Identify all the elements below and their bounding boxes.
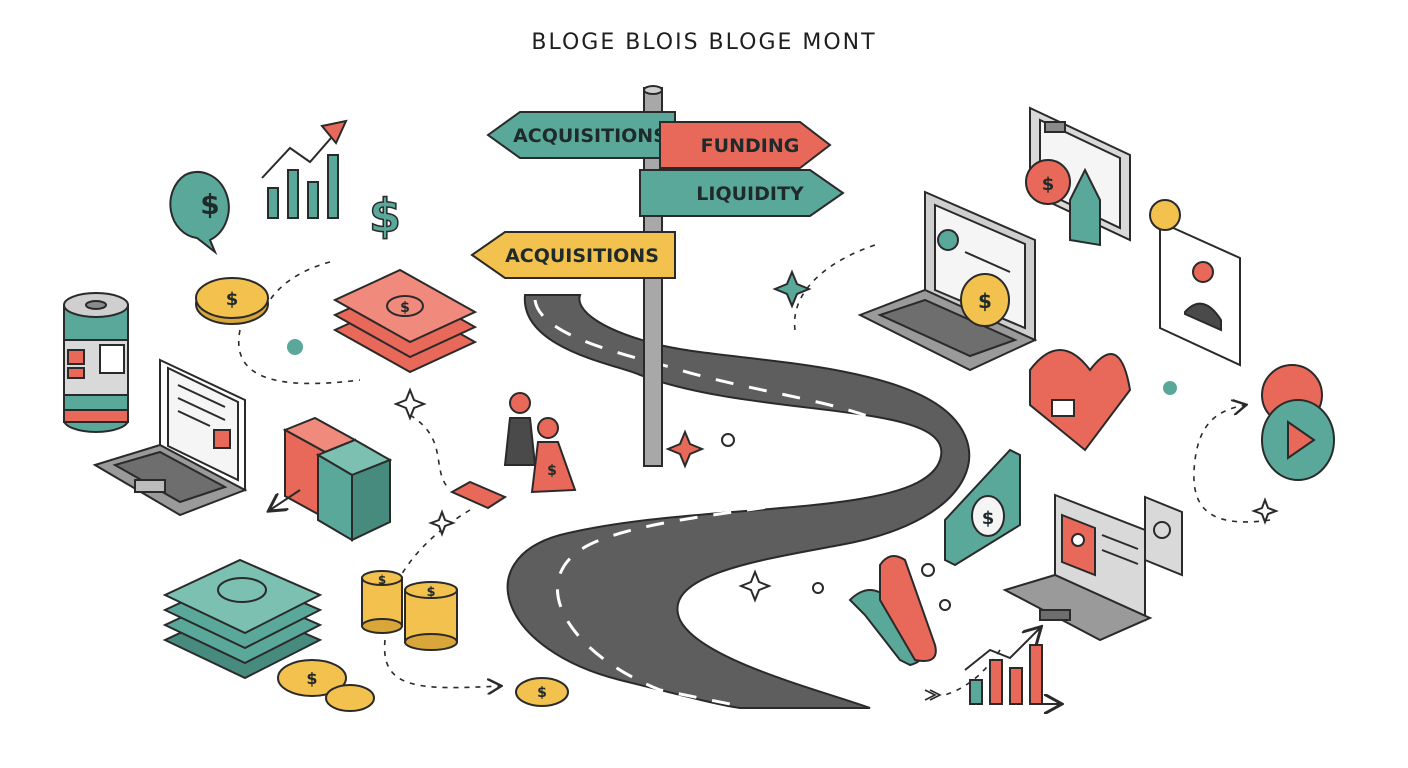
database-cylinder-icon: [63, 292, 129, 433]
large-dollar-icon: $: [369, 189, 401, 243]
dollar-sign-icon: $: [400, 300, 410, 316]
speech-bubble-dollar-icon: $: [169, 171, 230, 256]
double-chevron-icon: [924, 689, 942, 701]
monitor-badge-icon: $: [1025, 106, 1131, 247]
sign-liquidity: LIQUIDITY: [639, 169, 845, 217]
dollar-sign-icon: $: [306, 669, 317, 688]
sign-acquisitions-bottom: ACQUISITIONS: [470, 231, 676, 279]
desktop-profile-icon: [1002, 493, 1183, 642]
dashed-connectors: [237, 244, 1271, 696]
profile-card-icon: [1149, 199, 1241, 367]
gold-coin-icon: $: [195, 277, 269, 325]
bubble-decorations: [812, 563, 951, 611]
dollar-sign-icon: $: [426, 585, 435, 600]
sign-label-acquisitions-bottom: ACQUISITIONS: [505, 245, 659, 267]
magnet-icon: [848, 555, 937, 667]
sign-label-acquisitions-top: ACQUISITIONS: [513, 125, 667, 147]
growth-chart-icon: [964, 628, 1060, 704]
sign-funding: FUNDING: [659, 121, 832, 169]
star-icon: [665, 269, 812, 469]
coin-stacks-icon: $ $: [361, 570, 458, 651]
dot-decoration: [1163, 381, 1177, 395]
people-figures-icon: $: [503, 392, 577, 494]
page-title: BLOGE BLOIS BLOGE MONT: [531, 30, 877, 55]
dollar-sign-icon: $: [1042, 174, 1055, 195]
dollar-sign-icon: $: [226, 289, 239, 310]
loose-coins-icon: $ $: [277, 659, 569, 712]
teal-cash-stack-icon: [162, 558, 323, 680]
dollar-sign-icon: $: [378, 573, 386, 587]
dollar-sign-icon: $: [537, 685, 547, 701]
building-blocks-icon: [270, 416, 393, 542]
signpost: ACQUISITIONS FUNDING LIQUIDITY ACQUISITI…: [470, 85, 845, 467]
red-cash-stack-icon: $: [332, 268, 478, 374]
dot-decoration: [287, 339, 303, 355]
sign-label-liquidity: LIQUIDITY: [696, 183, 804, 205]
heart-shield-icon: [1029, 349, 1132, 452]
laptop-document-icon: [92, 358, 248, 517]
gear-play-icon: [1261, 364, 1335, 481]
red-note-icon: [449, 480, 508, 510]
laptop-coin-icon: $: [857, 190, 1038, 372]
sign-acquisitions-top: ACQUISITIONS: [486, 111, 676, 159]
sparkle-icon: [393, 387, 1279, 603]
dollar-sign-icon: $: [200, 188, 219, 221]
dollar-shield-icon: $: [944, 448, 1021, 567]
dollar-sign-icon: $: [978, 289, 992, 313]
sign-label-funding: FUNDING: [701, 135, 800, 157]
growth-bar-chart-icon: [261, 119, 348, 219]
dot-decoration: [721, 433, 735, 447]
dollar-sign-icon: $: [982, 508, 995, 529]
dollar-sign-icon: $: [547, 463, 557, 479]
